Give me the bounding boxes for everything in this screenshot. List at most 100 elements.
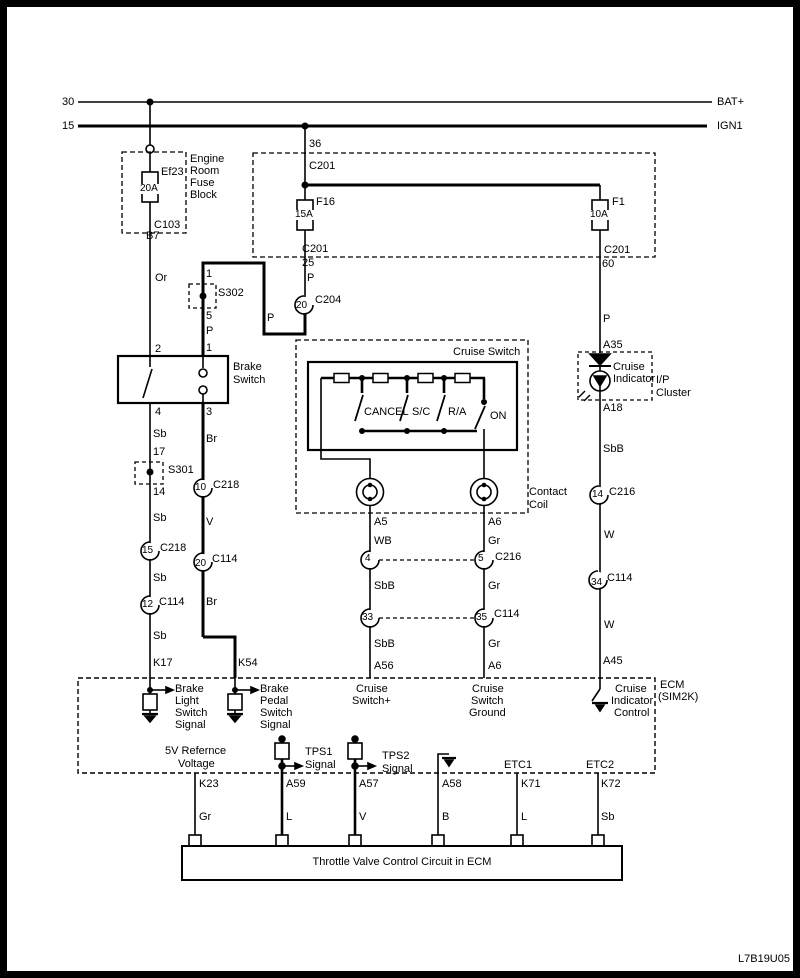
ecm-box (77, 677, 656, 774)
wire-color-p-left: P (307, 272, 315, 284)
ip-cluster (577, 351, 653, 678)
pin-2-label: 2 (155, 343, 162, 355)
brake-light-signal-2: Light (175, 695, 199, 707)
efb-name-2: Room (190, 165, 220, 177)
fuse-f16-label: F16 (316, 196, 335, 208)
pin-a56-label: A56 (374, 660, 394, 672)
efb-name-1: Engine (190, 153, 225, 165)
wire-color-gr-bottom: Gr (199, 811, 212, 823)
cruise-switch-plus-1: Cruise (356, 683, 388, 695)
wire-color-b: B (442, 811, 450, 823)
wire-color-p-mid: P (206, 325, 214, 337)
wire-color-p-right: P (603, 313, 611, 325)
brake-light-signal-3: Switch (175, 707, 208, 719)
wire-color-br-2: Br (206, 596, 217, 608)
cruise-indicator-control-1: Cruise (615, 683, 647, 695)
brake-pedal-signal-1: Brake (260, 683, 289, 695)
bus-bat-label: BAT+ (717, 96, 745, 108)
brake-switch-label-1: Brake (233, 361, 262, 373)
connector-c216-pin-5: 5 (478, 553, 484, 564)
fuse-f1-rating: 10A (589, 209, 609, 220)
contact-coil-label-2: Coil (529, 499, 548, 511)
brake-switch-symbol (116, 354, 230, 405)
bus-ign-label: IGN1 (717, 120, 743, 132)
tps1-label-2: Signal (305, 759, 336, 771)
brake-pedal-signal-2: Pedal (260, 695, 289, 707)
cruise-switch-plus-2: Switch+ (352, 695, 391, 707)
connector-c218-left-label: C218 (160, 542, 187, 554)
bus-15-label: 15 (62, 120, 75, 132)
connector-c216-pin-4: 4 (365, 553, 371, 564)
pin-a18-label: A18 (603, 402, 623, 414)
pin-36-label: 36 (309, 138, 322, 150)
pin-1-label: 1 (206, 342, 213, 354)
junction-dots (146, 98, 487, 693)
wire-color-gr-2: Gr (488, 580, 501, 592)
cruise-switch-ground-3: Ground (469, 707, 506, 719)
wire-color-sb-4: Sb (153, 630, 167, 642)
wire-color-sb-2: Sb (153, 512, 167, 524)
connector-c114-pin-33: 33 (362, 612, 374, 623)
splice-s301-label: S301 (168, 464, 194, 476)
connector-c218-pin-10: 10 (195, 482, 207, 493)
ip-cluster-label-2: Cluster (656, 387, 691, 399)
on-switch-label: ON (490, 410, 507, 422)
pin-a35-label: A35 (603, 339, 623, 351)
cruise-indicator-label-2: Indicator (613, 373, 656, 385)
pin-a59-label: A59 (286, 778, 306, 790)
bus-30-label: 30 (62, 96, 75, 108)
connector-c114-mid-label: C114 (212, 553, 238, 565)
wire-color-l-2: L (521, 811, 528, 823)
wire-color-sb-1: Sb (153, 428, 167, 440)
pin-3-label: 3 (206, 406, 213, 418)
contact-coil-right (469, 477, 499, 513)
ref-voltage-label-1: 5V Refernce (165, 745, 227, 757)
fuse-f16-rating: 15A (294, 209, 314, 220)
fuse-box (252, 126, 656, 353)
contact-coil-label-1: Contact (529, 486, 567, 498)
cruise-indicator-control-3: Control (614, 707, 650, 719)
pin-a6-top-label: A6 (488, 516, 502, 528)
etc2-label: ETC2 (586, 759, 615, 771)
connector-c114-right-label: C114 (607, 572, 633, 584)
pin-25-label: 25 (302, 257, 315, 269)
pin-k71-label: K71 (521, 778, 541, 790)
tps2-label-1: TPS2 (382, 750, 410, 762)
connector-c201-top: C201 (309, 160, 336, 172)
pin-k54-label: K54 (238, 657, 258, 669)
connector-c201-left: C201 (302, 243, 329, 255)
etc1-label: ETC1 (504, 759, 533, 771)
connector-c204-label: C204 (315, 294, 342, 306)
connector-c114-pin-12: 12 (142, 599, 154, 610)
pin-k23-label: K23 (199, 778, 219, 790)
tps2-label-2: Signal (382, 763, 413, 775)
wire-color-p-zigzag: P (267, 312, 275, 324)
ecm-output-wires (188, 773, 605, 847)
pin-a58-label: A58 (442, 778, 462, 790)
pin-1-top-label: 1 (206, 268, 213, 280)
connector-c216-right-label: C216 (609, 486, 636, 498)
cruise-indicator-control-2: Indicator (611, 695, 654, 707)
ecm-name-2: (SIM2K) (658, 691, 699, 703)
fuse-ef23-rating: 20A (139, 183, 159, 194)
efb-name-3: Fuse (190, 177, 215, 189)
wire-color-gr-3: Gr (488, 638, 501, 650)
pin-k17-label: K17 (153, 657, 173, 669)
pin-b7-label: B7 (146, 230, 160, 242)
wire-color-w-2: W (604, 619, 615, 631)
brake-pedal-signal-3: Switch (260, 707, 293, 719)
cruise-switch-title: Cruise Switch (453, 346, 521, 358)
wire-color-gr-1: Gr (488, 535, 501, 547)
pin-17-label: 17 (153, 446, 166, 458)
splice-s302-box (188, 283, 217, 309)
brake-pedal-signal-4: Signal (260, 719, 291, 731)
splice-s301-box (134, 461, 164, 485)
pin-a45-label: A45 (603, 655, 623, 667)
brake-switch-label-2: Switch (233, 374, 266, 386)
wire-color-l-1: L (286, 811, 293, 823)
splice-s302-label: S302 (218, 287, 244, 299)
connector-c218-pin-15: 15 (142, 545, 154, 556)
